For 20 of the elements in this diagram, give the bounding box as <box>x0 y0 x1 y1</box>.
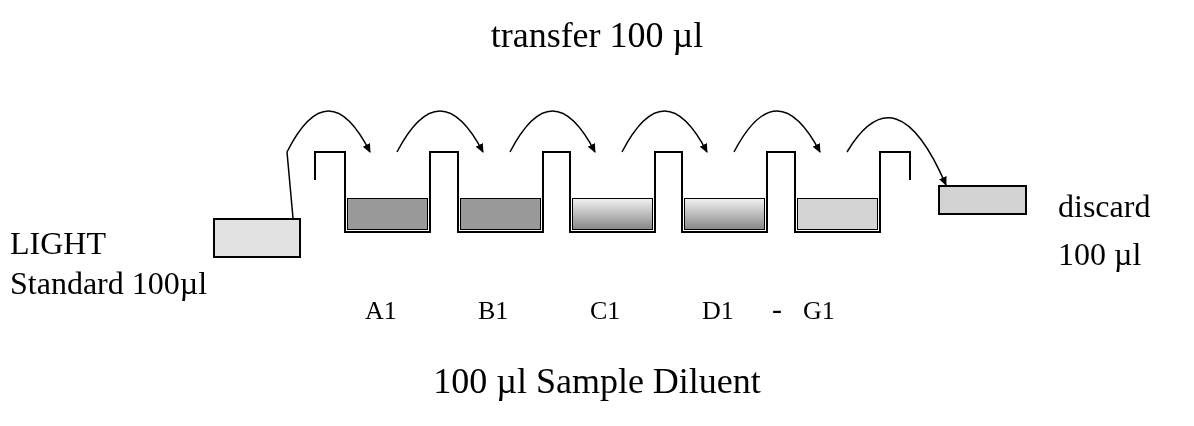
tube-label: LIGHT <box>10 225 106 262</box>
transfer-arrow <box>286 110 371 219</box>
well-label: B1 <box>478 296 509 326</box>
discard-tube <box>938 185 1027 215</box>
dash-mark: - <box>772 292 782 326</box>
tube-label: discard <box>1058 188 1151 225</box>
title: transfer 100 µl <box>489 14 705 56</box>
tube-label: Standard 100µl <box>10 265 208 302</box>
transfer-arrow <box>733 110 821 153</box>
well-label: G1 <box>803 296 835 326</box>
transfer-arrow <box>846 117 947 186</box>
standard-tube <box>213 218 301 258</box>
transfer-arrow <box>621 110 708 153</box>
well-label: A1 <box>365 296 397 326</box>
caption: 100 µl Sample Diluent <box>432 360 762 402</box>
transfer-arrow <box>396 110 484 153</box>
tube-label: 100 µl <box>1058 236 1142 273</box>
well-label: D1 <box>702 296 734 326</box>
transfer-arrow <box>509 110 596 153</box>
well-label: C1 <box>590 296 621 326</box>
